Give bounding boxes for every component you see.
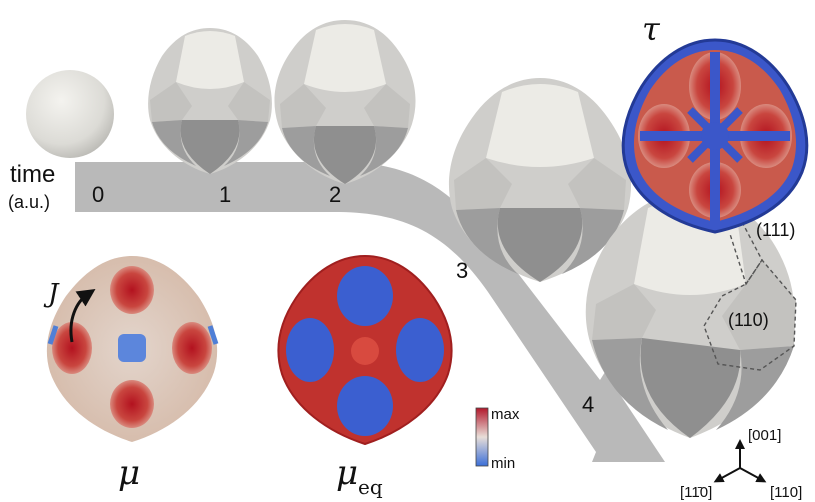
mu-symbol: μ <box>118 453 140 493</box>
tau-map <box>621 38 809 234</box>
crystal-step-2 <box>274 20 416 184</box>
tau-symbol: τ <box>642 10 661 48</box>
facet-110-outline <box>703 258 797 371</box>
crystal-step-3 <box>448 78 632 282</box>
time-step-1: 1 <box>219 182 231 207</box>
axes-triad: [001] [11̄0] [110] <box>680 427 802 501</box>
time-step-3: 3 <box>456 258 468 283</box>
time-step-0: 0 <box>92 182 104 207</box>
colorbar-max-label: max <box>491 406 520 423</box>
mu-map <box>46 256 219 442</box>
crystal-step-1 <box>148 28 272 174</box>
flux-symbol: J <box>43 279 60 309</box>
time-arrow <box>75 162 665 462</box>
time-step-2: 2 <box>329 182 341 207</box>
time-step-4: 4 <box>582 392 594 417</box>
facet-110-label: (110) <box>728 310 769 330</box>
colorbar-gradient <box>475 407 489 467</box>
mu-eq-map <box>277 254 453 446</box>
time-units-label: (a.u.) <box>8 192 50 212</box>
axis-110-label: [110] <box>770 484 802 501</box>
colorbar: max min <box>475 406 520 472</box>
crystal-step-0 <box>26 70 114 158</box>
mu-eq-subscript: eq <box>358 475 383 499</box>
mu-eq-symbol: μ <box>336 453 358 493</box>
time-label: time <box>10 161 55 188</box>
axis-001-label: [001] <box>748 427 781 444</box>
colorbar-min-label: min <box>491 455 515 472</box>
flux-arrow <box>69 289 96 343</box>
axis-1-10-label: [11̄0] <box>680 484 712 501</box>
facet-111-label: (111) <box>756 220 795 240</box>
